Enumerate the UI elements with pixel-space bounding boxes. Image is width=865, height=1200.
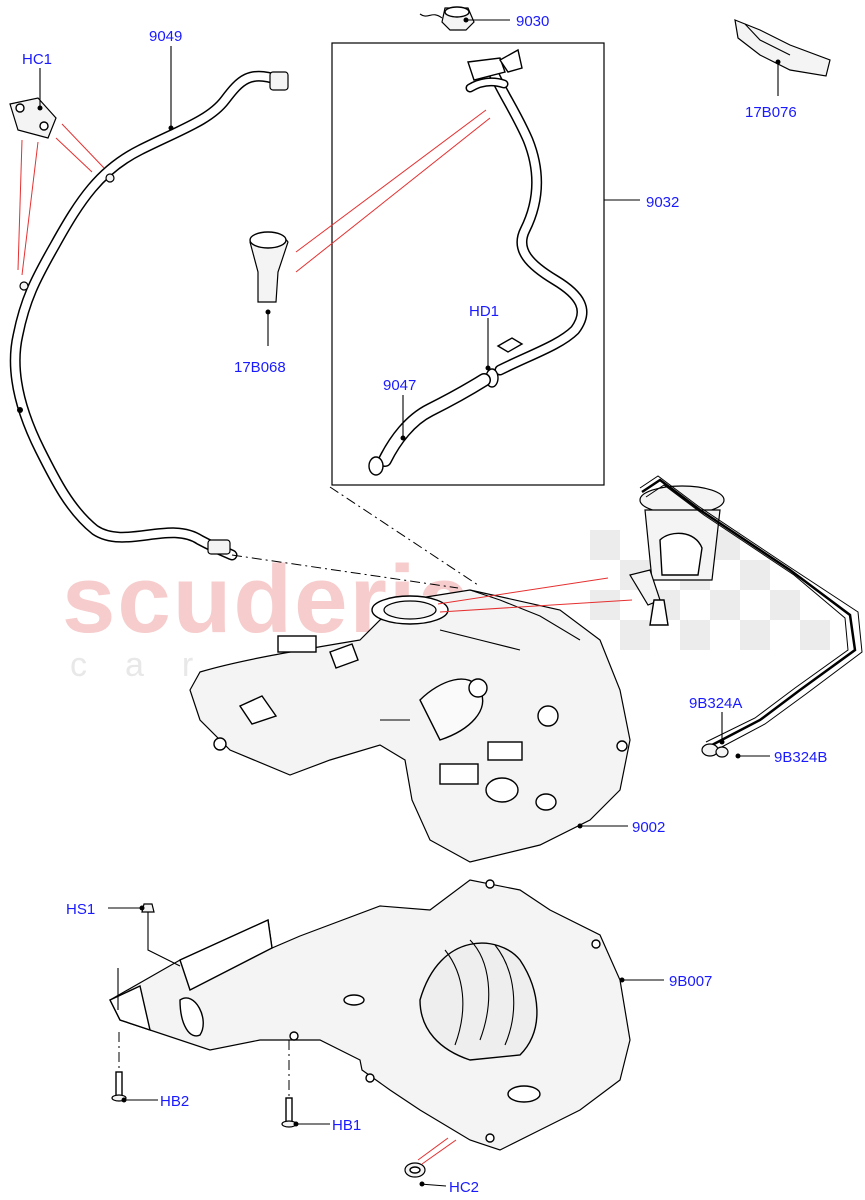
callout-labels: 9049 HC1 9030 17B076 9032 HD1 17B068 904… — [22, 13, 827, 1196]
fuel-tank-9002 — [189, 589, 631, 863]
callout-hb2[interactable]: HB2 — [160, 1093, 189, 1110]
funnel-17b068 — [249, 231, 289, 303]
callout-9030[interactable]: 9030 — [516, 13, 549, 30]
callout-17b068[interactable]: 17B068 — [234, 359, 286, 376]
callout-hs1[interactable]: HS1 — [66, 901, 95, 918]
callout-9002[interactable]: 9002 — [632, 819, 665, 836]
leader-dot-9b007 — [619, 977, 625, 983]
hc1-reference-lines — [17, 123, 105, 276]
leader-dot-9b324b — [735, 753, 741, 759]
leader-dot-hc1 — [37, 105, 43, 111]
clip-hc2 — [404, 1137, 457, 1178]
callout-hc2[interactable]: HC2 — [449, 1179, 479, 1196]
callout-hb1[interactable]: HB1 — [332, 1117, 361, 1134]
callout-9b324a[interactable]: 9B324A — [689, 695, 742, 712]
filler-neck-group-box — [331, 42, 605, 486]
screw-hs1 — [141, 903, 181, 967]
callout-9b007[interactable]: 9B007 — [669, 973, 712, 990]
leader-dot-9030 — [463, 17, 469, 23]
leader-dot-9002 — [577, 823, 583, 829]
tank-reference-lines — [437, 577, 633, 613]
clip-hc1 — [9, 97, 57, 139]
callout-9047[interactable]: 9047 — [383, 377, 416, 394]
breather-hose-9049 — [9, 70, 289, 561]
bolt-hb1 — [281, 1040, 297, 1128]
connecting-hose-9047 — [368, 373, 491, 476]
filler-neck-9032 — [465, 48, 588, 376]
heat-shield-17b076 — [734, 19, 831, 77]
fuel-pump-module — [629, 485, 725, 626]
callout-hc1[interactable]: HC1 — [22, 51, 52, 68]
leader-dot-9b324a — [719, 739, 725, 745]
funnel-reference-lines — [295, 109, 491, 273]
leader-dot-17b076 — [775, 59, 781, 65]
leader-dot-hc2 — [419, 1181, 425, 1187]
callout-9049[interactable]: 9049 — [149, 28, 182, 45]
filler-cap-9030 — [419, 6, 475, 31]
leader-dot-9049 — [168, 125, 174, 131]
callout-hd1[interactable]: HD1 — [469, 303, 499, 320]
leader-dot-hb1 — [293, 1121, 299, 1127]
underbody-shield-9b007 — [109, 879, 631, 1151]
leader-dot-hs1 — [139, 905, 145, 911]
bolt-hb2 — [111, 968, 127, 1102]
leader-dot-17b068 — [265, 309, 271, 315]
fuel-lines-9b324 — [639, 475, 863, 758]
assembly-lines — [231, 486, 479, 589]
callout-17b076[interactable]: 17B076 — [745, 104, 797, 121]
leader-dot-9047 — [400, 435, 406, 441]
callout-9032[interactable]: 9032 — [646, 194, 679, 211]
callout-9b324b[interactable]: 9B324B — [774, 749, 827, 766]
leader-dot-hb2 — [121, 1097, 127, 1103]
